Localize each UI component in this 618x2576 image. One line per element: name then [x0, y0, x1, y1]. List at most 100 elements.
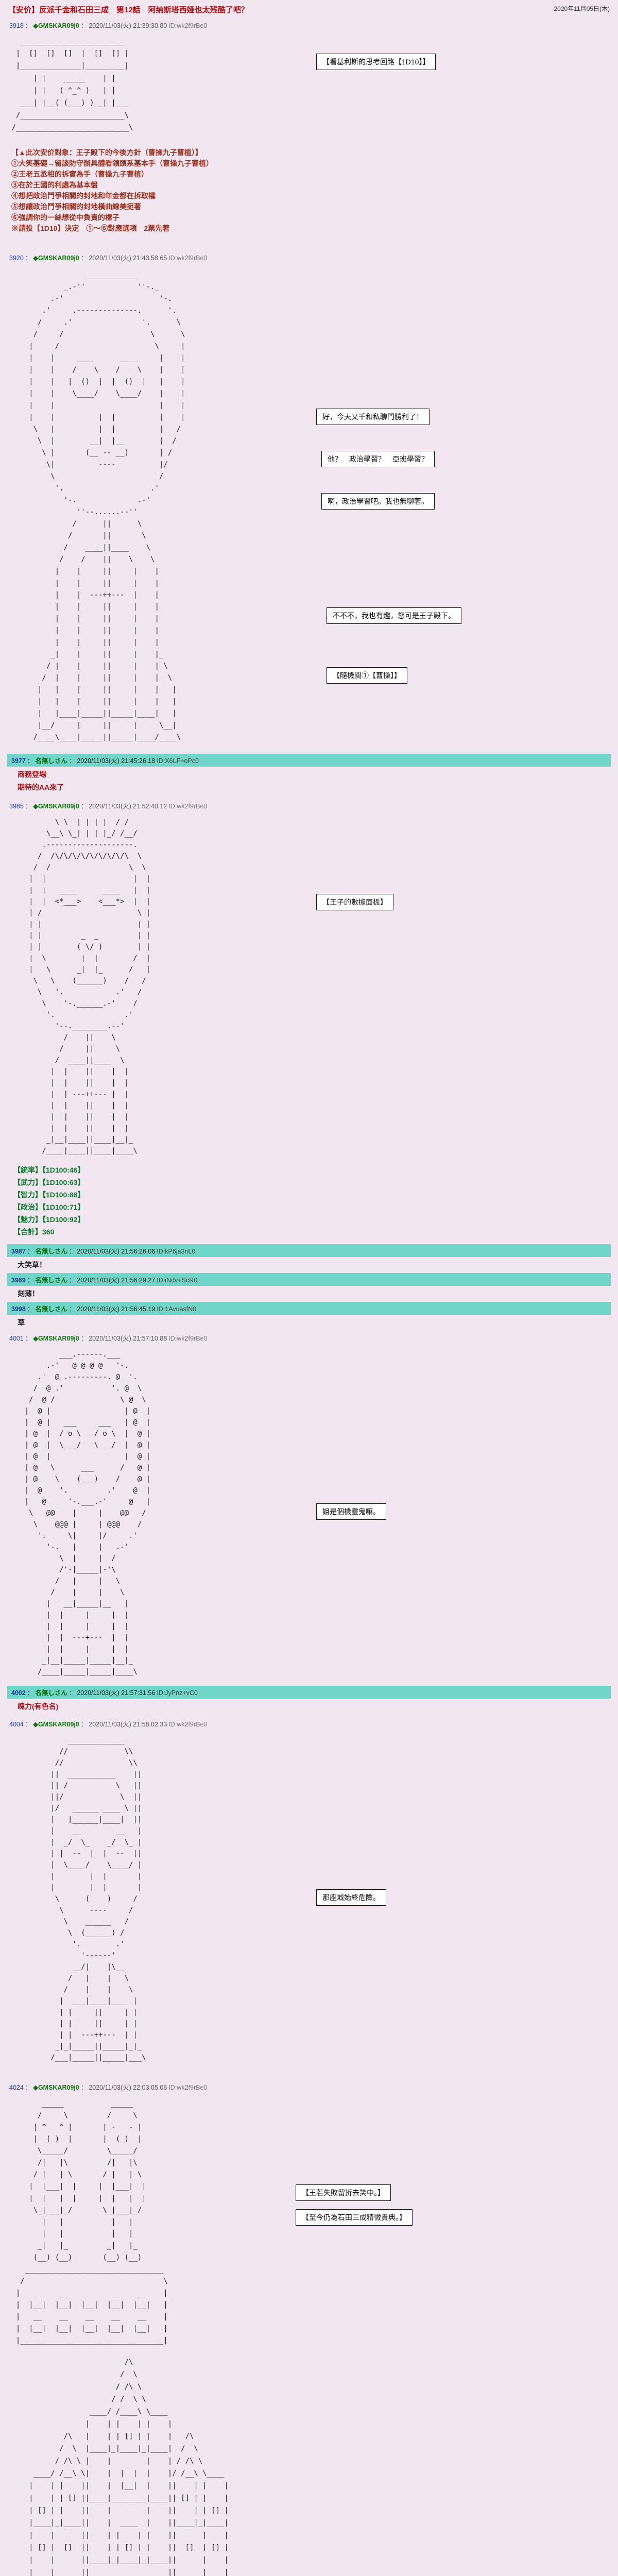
reply-comment: 商務登場: [18, 770, 46, 778]
post-id: ID:X6LF+oPc0: [157, 757, 199, 765]
reply-comment: 期待的AA來了: [18, 783, 64, 791]
separator: ：: [80, 22, 88, 29]
stat-line: 【武力】【1D100:63】: [13, 1178, 85, 1187]
post-header-4001: 4001：◆GMSKAR09j0：2020/11/03(火) 21:57:10.…: [9, 1333, 611, 1343]
ascii-art: ___.------.___ .-' @ @ @ @ '-. .' @ .---…: [24, 1350, 151, 1676]
post-number[interactable]: 4001: [9, 1335, 24, 1342]
post-date: 2020/11/03(火) 21:56:26.06: [77, 1248, 156, 1255]
post-author: ◆GMSKAR09j0: [33, 2084, 79, 2091]
separator: ：: [80, 2084, 88, 2091]
ascii-art: \ \ | | | | / / \__\ \_| | | |_/ /__/ .-…: [29, 818, 151, 1155]
separator: ：: [25, 803, 32, 810]
separator: ：: [27, 1248, 34, 1255]
aa-section-castle: /\ / \ / /\ \ / / \ \ ____/ /____\ \____…: [7, 2356, 611, 2576]
post-number[interactable]: 4002: [11, 1689, 26, 1697]
post-id: ID:wk2f9rBe0: [168, 1721, 208, 1728]
post-date: 2020/11/03(火) 21:39:30.80: [89, 22, 167, 29]
aa-section-mitsunari: _____________ // \\ // \\ || ___________…: [7, 1735, 611, 2063]
title-bar: 【安价】反派千金和石田三成 第12話 阿纳斯塔西娅也太残酷了吧？ 2020年11…: [7, 3, 611, 15]
post-author: ◆GMSKAR09j0: [33, 1335, 79, 1342]
post-number[interactable]: 3987: [11, 1248, 26, 1255]
ascii-art: _____ _____ / \ / \ | ^ ^ | | - - | | (_…: [15, 2099, 168, 2345]
separator: ：: [25, 1721, 32, 1728]
post-date: 2020/11/03(火) 21:43:58.65: [89, 255, 167, 262]
post-date: 2020/11/03(火) 21:57:31.56: [77, 1689, 156, 1697]
post-number[interactable]: 3989: [11, 1277, 26, 1284]
post-author: ◆GMSKAR09j0: [33, 1721, 79, 1728]
stat-line: 【統率】【1D100:46】: [13, 1166, 85, 1174]
option-line: ②王老五丞相的拆實為手（曹操九子曹植）: [11, 170, 148, 178]
separator: ：: [25, 22, 32, 29]
stat-line: 【智力】【1D100:88】: [13, 1191, 85, 1199]
separator: ：: [80, 1335, 88, 1342]
post-number[interactable]: 3918: [9, 22, 24, 29]
post-id: ID:wk2f9rBe0: [168, 2084, 208, 2091]
post-number[interactable]: 4004: [9, 1721, 24, 1728]
stat-panel: 【統率】【1D100:46】 【武力】【1D100:63】 【智力】【1D100…: [13, 1164, 611, 1238]
dialogue-bubble: 【王若失敗留折去笑中。】: [296, 2184, 391, 2201]
post-id: ID:wk2f9rBe0: [168, 22, 208, 29]
dialogue-bubble: 【隨機關①【曹操】】: [327, 667, 407, 684]
aa-section-prince: ____________ _.-'' ''-._ .-' '-. .' .---…: [7, 269, 611, 743]
separator: ：: [25, 255, 32, 262]
dialogue-bubble: 那座城始終危險。: [316, 1889, 386, 1906]
separator: ：: [27, 1277, 34, 1284]
post-date: 2020/11/03(火) 22:03:05.06: [89, 2084, 167, 2091]
separator: ：: [68, 1306, 76, 1313]
post-date: 2020/11/03(火) 21:52:40.12: [89, 803, 167, 810]
post-number[interactable]: 3998: [11, 1306, 26, 1313]
post-id: ID:1AvuasfN0: [157, 1306, 197, 1313]
page-date: 2020年11月05日(木): [554, 5, 610, 12]
stat-line: 【政治】【1D100:71】: [13, 1203, 85, 1211]
option-line: 【▲此次安价對象：王子殿下的今後方針（曹操九子曹植）】: [11, 148, 202, 157]
dialogue-bubble: 【看基利斯的思考回路【1D10】】: [316, 54, 436, 70]
post-number[interactable]: 3977: [11, 757, 26, 765]
post-id: ID:wk2f9rBe0: [168, 255, 208, 262]
separator: ：: [68, 757, 76, 765]
post-author: ◆GMSKAR09j0: [33, 255, 79, 262]
post-author: 名無しさん: [35, 1306, 67, 1313]
post-header-3985: 3985：◆GMSKAR09j0：2020/11/03(火) 21:52:40.…: [9, 801, 611, 810]
anchor-options: 【▲此次安价對象：王子殿下的今後方針（曹操九子曹植）】 ①大笑基礎→留談防守辦具…: [11, 147, 611, 234]
post-number[interactable]: 3985: [9, 803, 24, 810]
stat-line: 【合計】360: [13, 1228, 55, 1236]
post-header-4024: 4024：◆GMSKAR09j0：2020/11/03(火) 22:03:05.…: [9, 2082, 611, 2092]
post-date: 2020/11/03(火) 21:57:10.88: [89, 1335, 167, 1342]
dialogue-bubble: 好，今天又千和私聊門勝利了！: [316, 409, 430, 425]
reply-comment: 草: [18, 1318, 25, 1327]
separator: ：: [25, 1335, 32, 1342]
post-author: ◆GMSKAR09j0: [33, 22, 79, 29]
post-date: 2020/11/03(火) 21:56:29.27: [77, 1277, 156, 1284]
aa-section-lady: ___.------.___ .-' @ @ @ @ '-. .' @ .---…: [7, 1349, 611, 1677]
post-number[interactable]: 3920: [9, 255, 24, 262]
ascii-art: ________________________ | [] [] [] | []…: [11, 37, 133, 132]
separator: ：: [68, 1248, 76, 1255]
post-id: ID:kP6ja3nL0: [157, 1248, 196, 1255]
thread-title: 【安价】反派千金和石田三成 第12話 阿纳斯塔西娅也太残酷了吧？: [8, 6, 249, 14]
post-author: 名無しさん: [35, 1277, 67, 1284]
reply-comment: 魄力(有色名): [18, 1702, 59, 1710]
dialogue-bubble: 【至今仍為石田三成精微貴典。】: [296, 2209, 413, 2226]
aa-section-intro: ________________________ | [] [] [] | []…: [7, 35, 611, 134]
option-line: ⑤想讓政治鬥爭相關的封地橫曲線美挺著: [11, 202, 141, 211]
post-author: ◆GMSKAR09j0: [33, 803, 79, 810]
post-date: 2020/11/03(火) 21:56:45.19: [77, 1306, 156, 1313]
post-id: ID:JyPnz+vC0: [157, 1689, 198, 1697]
separator: ：: [80, 255, 88, 262]
post-id: ID:wk2f9rBe0: [168, 1335, 208, 1342]
aa-section-panel: \ \ | | | | / / \__\ \_| | | |_/ /__/ .-…: [7, 817, 611, 1157]
post-author: 名無しさん: [35, 757, 67, 765]
post-number[interactable]: 4024: [9, 2084, 24, 2091]
separator: ：: [68, 1277, 76, 1284]
separator: ：: [27, 1306, 34, 1313]
aa-section-pair: _____ _____ / \ / \ | ^ ^ | | - - | | (_…: [7, 2098, 611, 2347]
reply-comment: 大笑草！: [18, 1261, 46, 1269]
dialogue-bubble: 他？ 政治學習？ 亞班學習？: [321, 451, 435, 467]
